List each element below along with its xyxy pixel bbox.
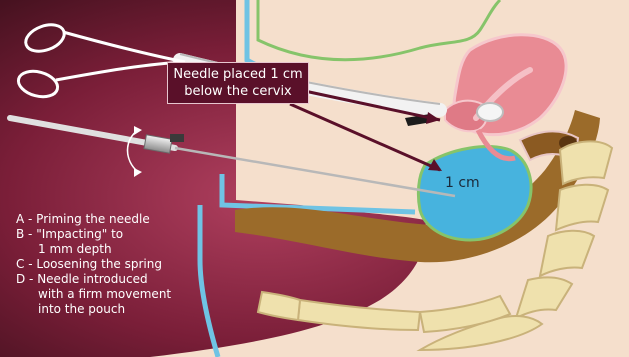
step-d-cont-1: with a firm movement [16, 287, 171, 302]
callout-line-2: below the cervix [168, 83, 308, 100]
cervical-tenaculum-tip [477, 103, 503, 121]
measure-label: 1 cm [445, 175, 480, 191]
step-d-cont-2: into the pouch [16, 302, 171, 317]
step-c: C - Loosening the spring [16, 257, 171, 272]
callout-line-1: Needle placed 1 cm [168, 66, 308, 83]
step-b-cont: 1 mm depth [16, 242, 171, 257]
steps-list: A - Priming the needle B - "Impacting" t… [16, 212, 171, 317]
needle-callout: Needle placed 1 cm below the cervix [167, 62, 309, 104]
vertebra [560, 141, 612, 184]
step-b: B - "Impacting" to [16, 227, 171, 242]
needle-spring [170, 134, 184, 142]
step-a: A - Priming the needle [16, 212, 171, 227]
step-d: D - Needle introduced [16, 272, 171, 287]
